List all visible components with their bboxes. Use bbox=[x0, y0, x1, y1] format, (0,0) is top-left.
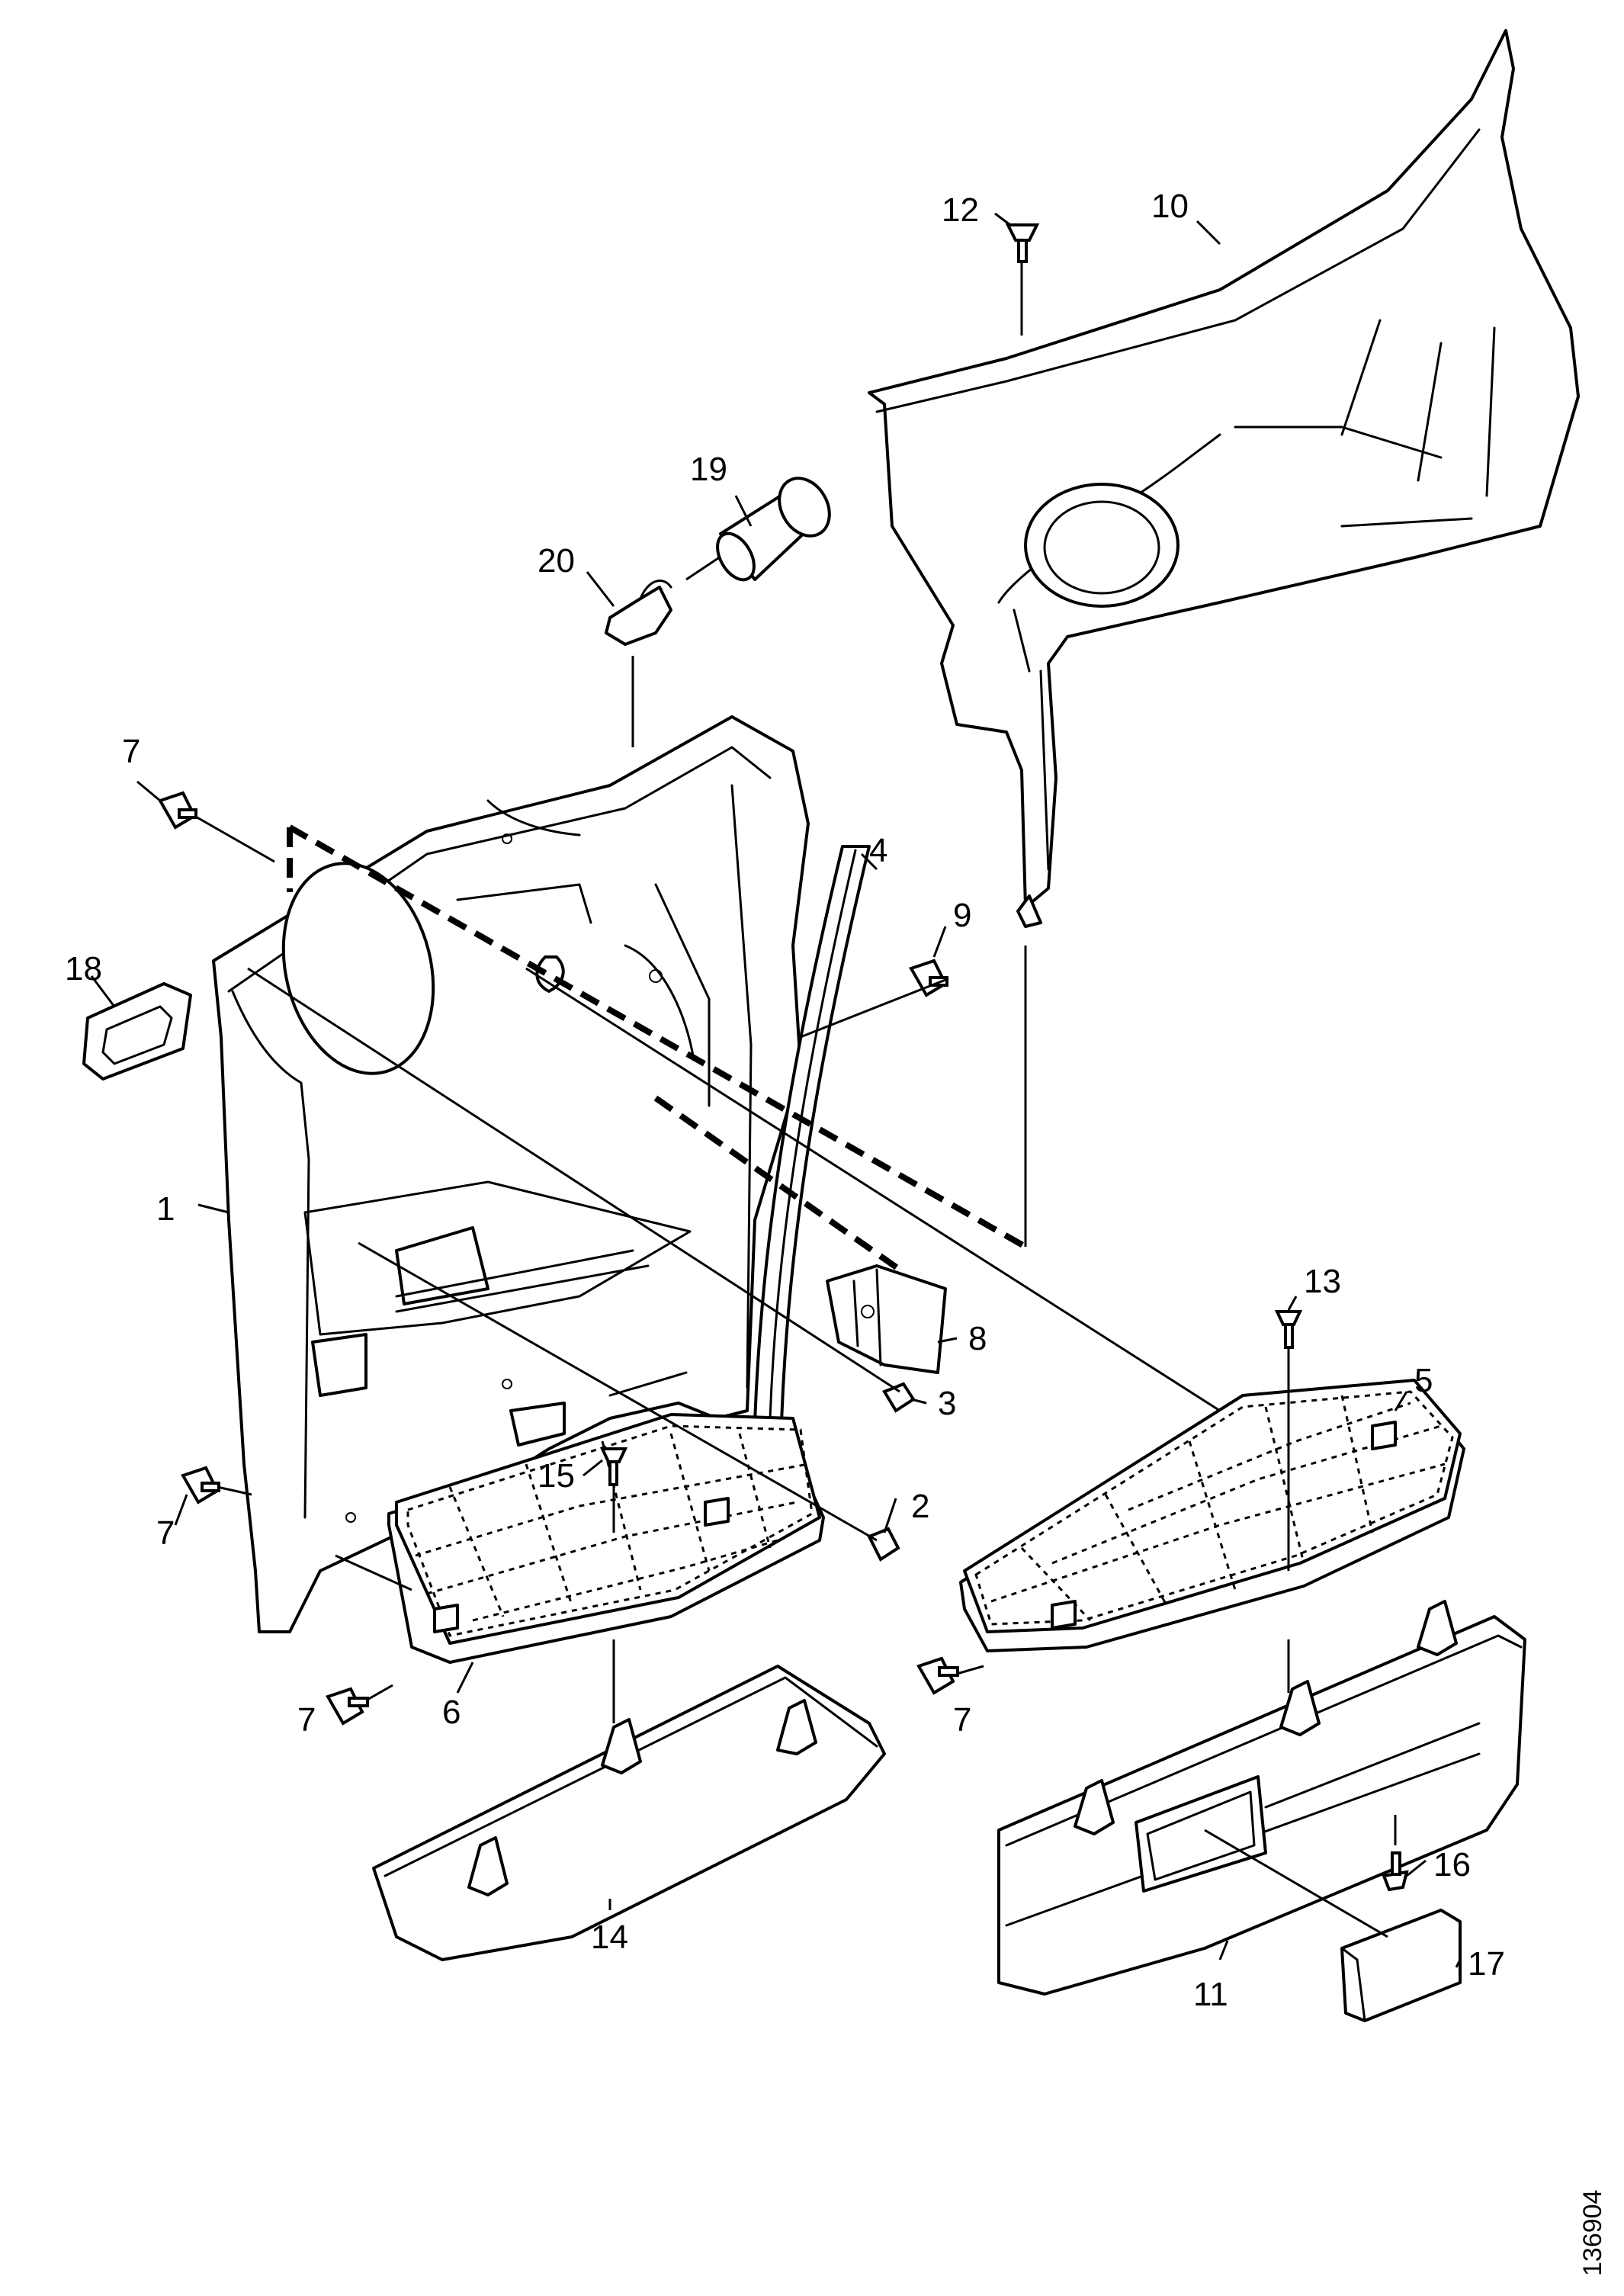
fasteners bbox=[158, 223, 1409, 1892]
sill-cover-left bbox=[372, 1665, 886, 1961]
callout-7-mid: 7 bbox=[156, 1514, 175, 1552]
main-side-panel bbox=[212, 715, 810, 1633]
screw-15 bbox=[599, 1447, 628, 1463]
callout-15: 15 bbox=[538, 1457, 575, 1495]
callout-16: 16 bbox=[1433, 1846, 1471, 1883]
callout-12: 12 bbox=[942, 191, 979, 229]
callout-20: 20 bbox=[538, 542, 575, 580]
callout-9: 9 bbox=[953, 897, 971, 934]
screw-12 bbox=[1005, 223, 1040, 242]
callout-4: 4 bbox=[869, 832, 887, 869]
screw-2 bbox=[867, 1527, 900, 1562]
callout-6: 6 bbox=[442, 1694, 461, 1731]
clip bbox=[605, 580, 672, 646]
step-left bbox=[387, 1413, 825, 1664]
callout-19: 19 bbox=[690, 451, 727, 488]
callout-7-top: 7 bbox=[122, 733, 140, 770]
sill-cover-right bbox=[997, 1600, 1526, 1996]
callout-18: 18 bbox=[65, 950, 102, 987]
grommet bbox=[82, 982, 192, 1081]
callout-10: 10 bbox=[1151, 188, 1189, 225]
callout-13: 13 bbox=[1304, 1263, 1341, 1300]
upper-trim-panel bbox=[868, 29, 1580, 928]
plug bbox=[716, 477, 831, 582]
cap bbox=[1340, 1909, 1462, 2022]
callout-17: 17 bbox=[1468, 1945, 1505, 1983]
callout-labels: 1 2 3 4 5 6 7 7 7 7 8 9 10 11 12 13 14 1… bbox=[65, 188, 1607, 2276]
bracket bbox=[826, 1264, 947, 1374]
callout-7-lower: 7 bbox=[297, 1701, 316, 1739]
callout-14: 14 bbox=[591, 1919, 628, 1956]
nut-3 bbox=[882, 1382, 916, 1413]
callout-leaders bbox=[90, 212, 1462, 1968]
document-number: 136904 bbox=[1578, 2190, 1607, 2276]
callout-1: 1 bbox=[156, 1190, 175, 1228]
callout-5: 5 bbox=[1414, 1362, 1433, 1399]
assembly-lines bbox=[194, 263, 1397, 1938]
callout-3: 3 bbox=[938, 1385, 956, 1422]
callout-2: 2 bbox=[911, 1488, 929, 1525]
step-right bbox=[959, 1379, 1465, 1652]
callout-7-right: 7 bbox=[953, 1701, 971, 1739]
callout-11: 11 bbox=[1193, 1976, 1228, 2013]
callout-8: 8 bbox=[968, 1320, 987, 1357]
screw-13 bbox=[1274, 1310, 1303, 1326]
